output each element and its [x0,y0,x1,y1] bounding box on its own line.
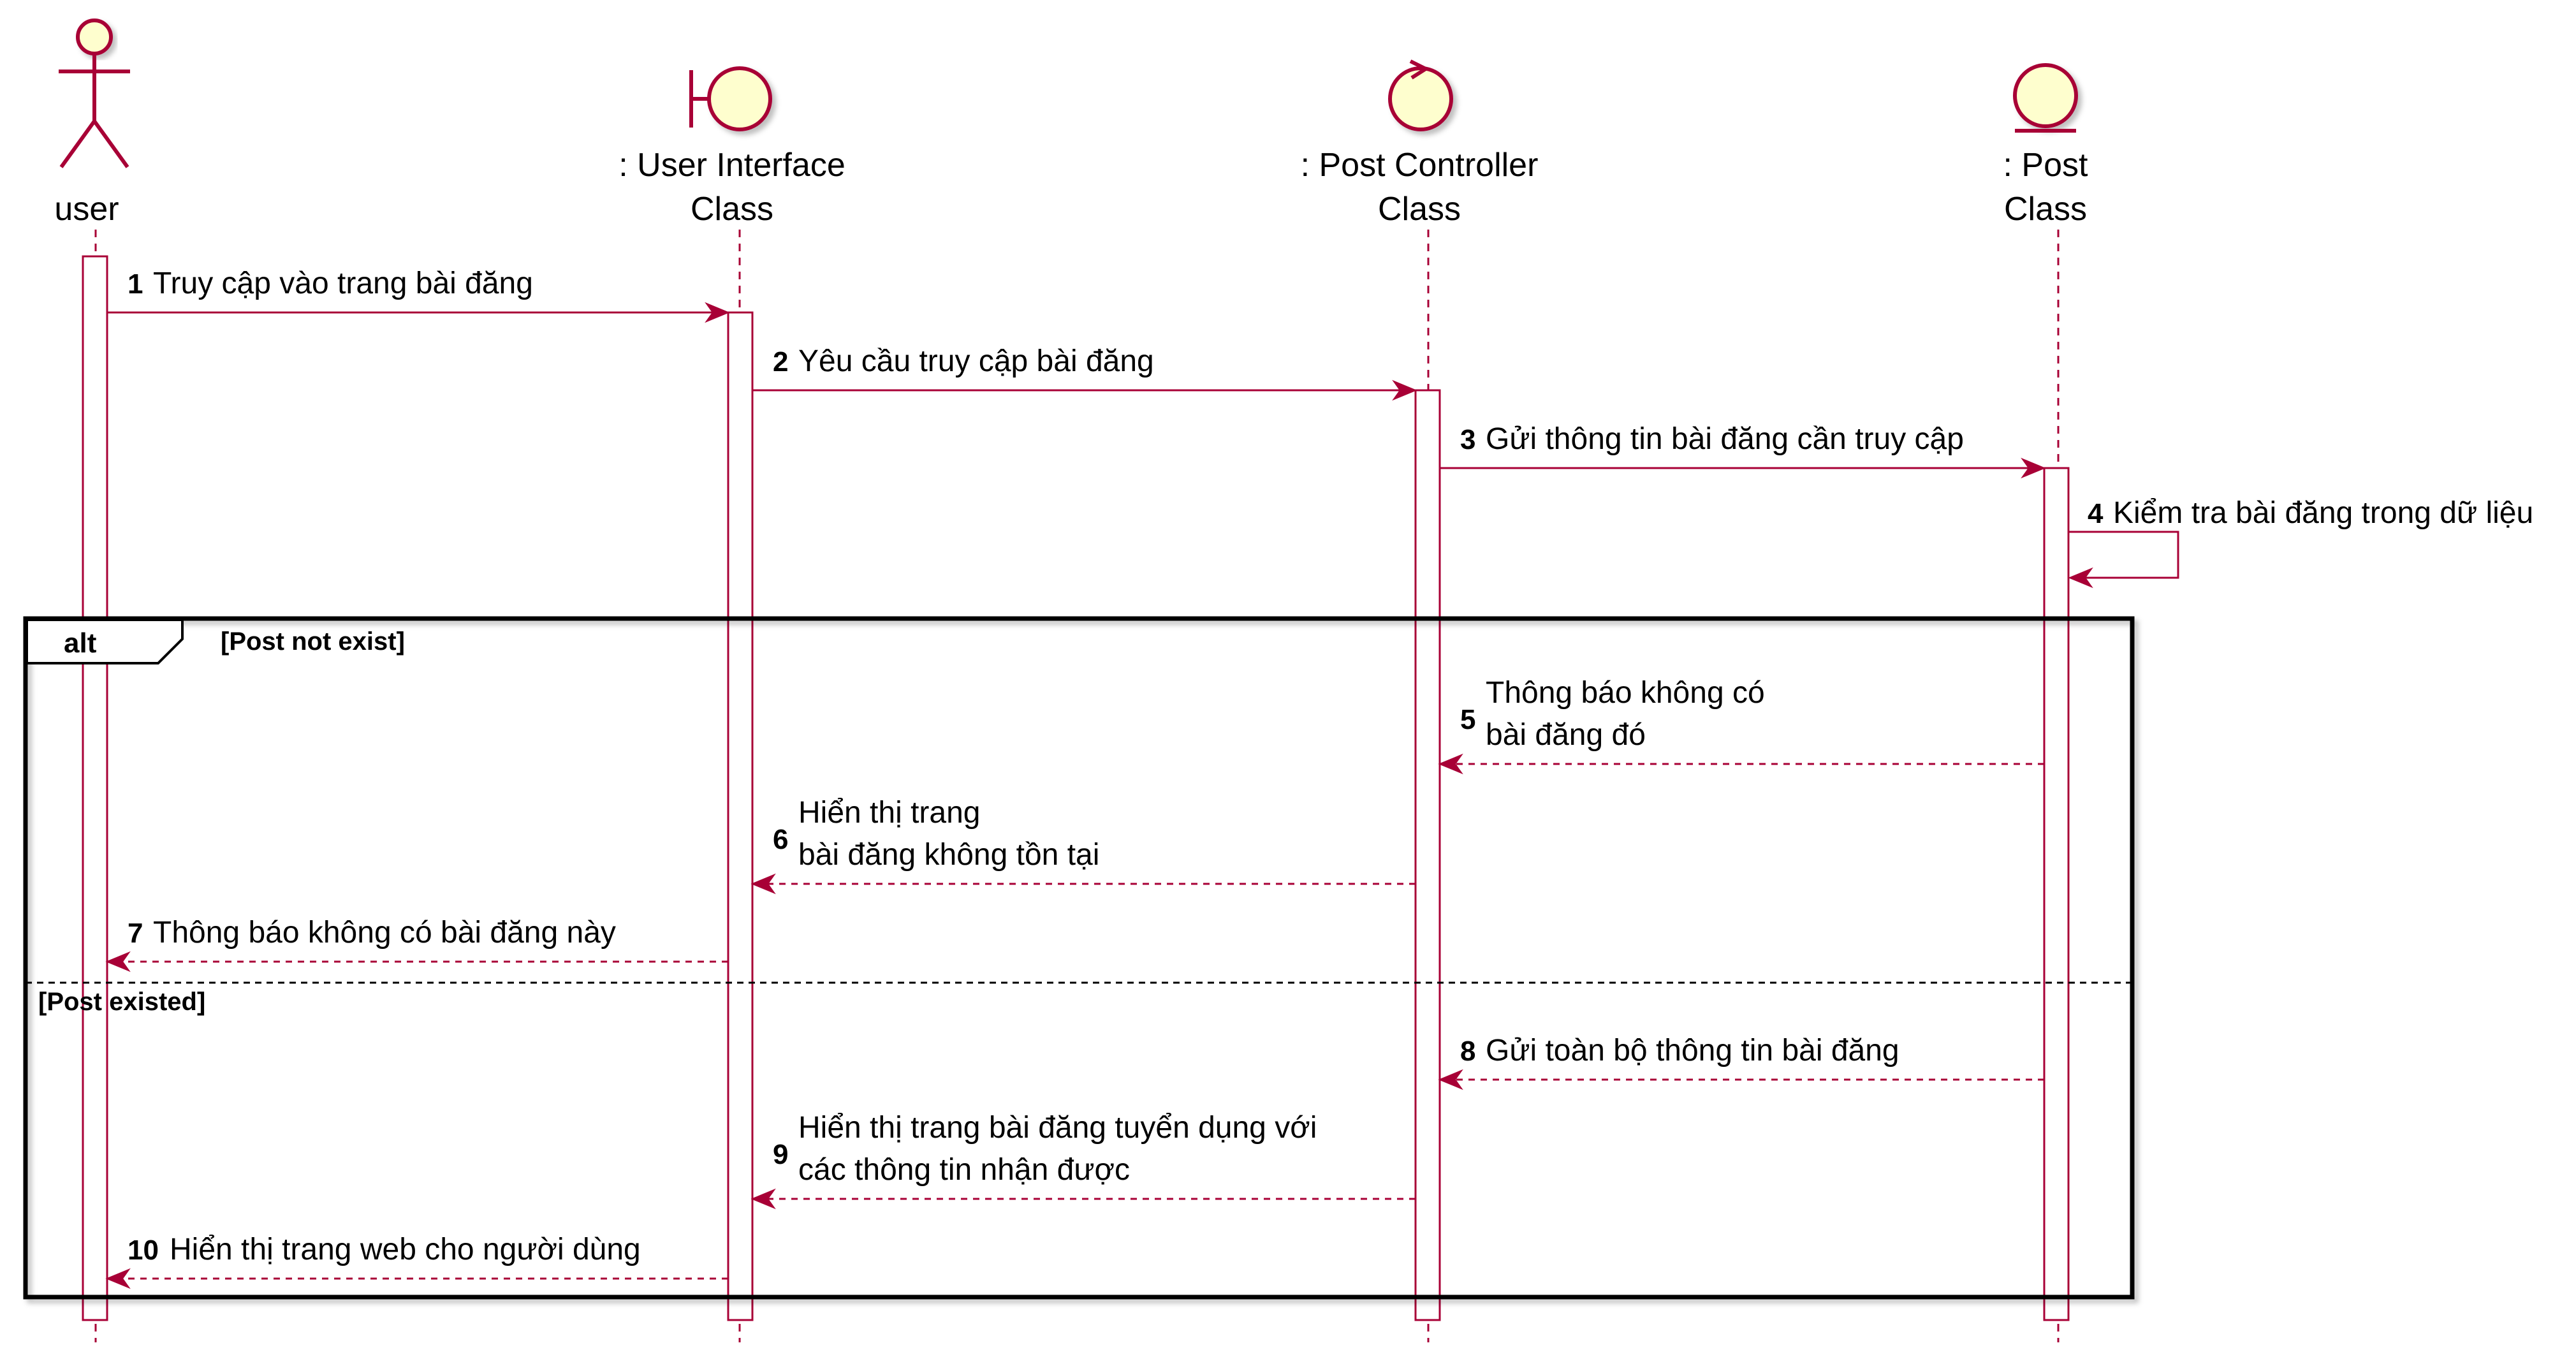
activation-bar-controller [1414,389,1441,1321]
participant-controller-label: : Post Controller [1301,147,1539,184]
alt-frame-keyword: alt [64,627,97,659]
message-4-number: 4 [2088,498,2104,529]
message-2: 2 Yêu cầu truy cập bài đăng [752,344,1409,392]
message-1-arrowhead [705,302,730,323]
participant-ui-label-class: Class [691,191,773,228]
message-10: 10 Hiển thị trang web cho người dùng [113,1233,728,1280]
message-7: 7 Thông báo không có bài đăng này [113,916,728,963]
message-10-number: 10 [128,1235,159,1266]
message-6-arrowhead [750,873,776,895]
message-9-label: Hiển thị trang bài đăng tuyển dụng với [798,1111,1317,1145]
message-8-number: 8 [1460,1036,1475,1067]
message-6: 6 Hiển thị trang bài đăng không tồn tại [759,796,1416,885]
message-5: 5 Thông báo không có bài đăng đó [1446,676,2044,765]
alt-frame-tab [26,619,184,664]
message-2-arrowhead [1392,379,1417,401]
message-9-arrowhead [750,1188,776,1210]
message-4-arrowhead [2068,567,2093,589]
boundary-icon [689,66,772,131]
message-3: 3 Gửi thông tin bài đăng cần truy cập [1440,422,2038,469]
participant-controller-label-class: Class [1378,191,1461,228]
message-3-label: Gửi thông tin bài đăng cần truy cập [1486,422,1964,456]
alt-frame-border [23,616,2135,1300]
message-7-number: 7 [128,918,143,949]
participant-ui-label: : User Interface [618,147,845,184]
message-6-label: bài đăng không tồn tại [798,838,1099,872]
message-6-number: 6 [773,824,788,855]
message-6-label: Hiển thị trang [798,796,981,830]
message-5-arrowhead [1438,753,1463,775]
alt-guard-2: [Post existed] [38,988,205,1016]
message-2-label: Yêu cầu truy cập bài đăng [798,344,1154,378]
control-icon [1388,59,1453,131]
message-1-label: Truy cập vào trang bài đăng [153,267,533,300]
participant-user-label: user [54,191,119,228]
participant-post-label-class: Class [2004,191,2087,228]
message-8: 8 Gửi toàn bộ thông tin bài đăng [1446,1034,2044,1081]
activation-bar-ui [727,311,754,1321]
message-8-label: Gửi toàn bộ thông tin bài đăng [1486,1034,1899,1068]
message-3-arrowhead [2021,457,2046,479]
message-5-number: 5 [1460,704,1475,735]
actor-icon [59,18,130,168]
message-10-label: Hiển thị trang web cho người dùng [170,1233,641,1266]
messages: 1 Truy cập vào trang bài đăng 2 Yêu cầu tru… [105,267,2533,1289]
message-4: 4 Kiểm tra bài đăng trong dữ liệu [2068,496,2533,579]
message-10-arrowhead [105,1268,131,1289]
message-4-label: Kiểm tra bài đăng trong dữ liệu [2113,496,2533,530]
activation-bars [82,255,2070,1321]
alt-guard-1: [Post not exist] [221,627,405,656]
participant-post-label: : Post [2003,147,2088,184]
message-5-label: bài đăng đó [1486,718,1646,752]
participant-labels: user : User Interface Class : Post Contr… [54,147,2088,228]
message-1: 1 Truy cập vào trang bài đăng [107,267,722,314]
message-5-label: Thông báo không có [1486,676,1765,710]
message-2-number: 2 [773,346,788,378]
message-1-number: 1 [128,268,143,300]
activation-bar-user [82,255,108,1321]
message-9-number: 9 [773,1139,788,1170]
activation-bar-post [2043,467,2070,1321]
message-7-label: Thông báo không có bài đăng này [153,916,616,950]
entity-icon [2013,63,2078,133]
alt-frame: alt [Post not exist] [Post existed] [23,616,2135,1300]
message-9-label: các thông tin nhận được [798,1153,1130,1187]
message-8-arrowhead [1438,1069,1463,1090]
message-9: 9 Hiển thị trang bài đăng tuyển dụng với c… [759,1111,1416,1200]
message-3-number: 3 [1460,424,1475,455]
message-7-arrowhead [105,951,131,972]
message-4-arrow [2068,531,2179,579]
